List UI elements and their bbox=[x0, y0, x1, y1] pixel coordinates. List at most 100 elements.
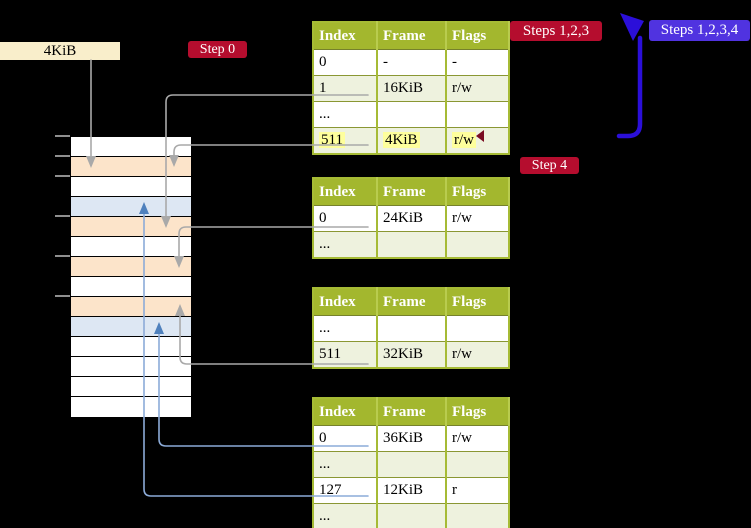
column-header: Flags bbox=[446, 22, 510, 50]
column-header: Frame bbox=[377, 178, 447, 206]
memory-frame-free bbox=[71, 237, 191, 257]
address-tick bbox=[55, 155, 70, 157]
table-cell: 511 bbox=[313, 127, 378, 155]
memory-frame-free bbox=[71, 377, 191, 397]
table-cell: r/w bbox=[446, 127, 510, 155]
column-header: Flags bbox=[446, 398, 510, 426]
table-cell: 36KiB bbox=[377, 425, 447, 452]
column-header: Index bbox=[313, 22, 378, 50]
table-cell: 511 bbox=[313, 341, 378, 369]
cell-value: ... bbox=[319, 106, 331, 122]
table-cell bbox=[446, 315, 510, 342]
table-row: 511 4KiB r/w bbox=[313, 127, 510, 155]
memory-frame-table bbox=[71, 217, 191, 237]
memory-stack bbox=[70, 136, 192, 418]
cell-value: 127 bbox=[319, 482, 342, 498]
cell-value: r/w bbox=[452, 80, 472, 96]
address-tick bbox=[55, 135, 70, 137]
column-header: Frame bbox=[377, 288, 447, 316]
table-row: ... bbox=[313, 503, 510, 528]
cell-value: 0 bbox=[319, 210, 327, 226]
cr3-register-label: 4KiB bbox=[43, 43, 77, 59]
column-header: Index bbox=[313, 178, 378, 206]
cell-value: 24KiB bbox=[383, 210, 424, 226]
cell-value: 32KiB bbox=[383, 346, 424, 362]
table-cell bbox=[446, 503, 510, 528]
table-row: ... bbox=[313, 101, 510, 128]
cell-value: ... bbox=[319, 320, 331, 336]
address-tick bbox=[55, 215, 70, 217]
cell-value: 0 bbox=[319, 54, 327, 70]
table-cell bbox=[377, 451, 447, 478]
table-cell: - bbox=[377, 49, 447, 76]
highlighted-value: r/w bbox=[452, 132, 476, 148]
table-cell: r bbox=[446, 477, 510, 504]
table-cell bbox=[446, 451, 510, 478]
recursive-loop-arrow-arrowhead-icon bbox=[620, 13, 644, 41]
table-row: ... bbox=[313, 315, 510, 342]
table-cell: 12KiB bbox=[377, 477, 447, 504]
table-row: 1 16KiB r/w bbox=[313, 75, 510, 102]
table-cell: 32KiB bbox=[377, 341, 447, 369]
cell-value: r/w bbox=[452, 430, 472, 446]
memory-frame-mapped bbox=[71, 197, 191, 217]
memory-frame-free bbox=[71, 177, 191, 197]
column-header: Index bbox=[313, 398, 378, 426]
cell-value: 12KiB bbox=[383, 482, 424, 498]
table-cell: ... bbox=[313, 231, 378, 259]
table-cell: - bbox=[446, 49, 510, 76]
table-cell: r/w bbox=[446, 205, 510, 232]
table-cell bbox=[446, 231, 510, 259]
table-cell: 127 bbox=[313, 477, 378, 504]
memory-frame-table bbox=[71, 157, 191, 177]
column-header: Frame bbox=[377, 22, 447, 50]
table-cell: ... bbox=[313, 315, 378, 342]
table-cell: 24KiB bbox=[377, 205, 447, 232]
recursive-loop-arrow-line bbox=[616, 35, 643, 139]
memory-frame-mapped bbox=[71, 317, 191, 337]
table-cell: 4KiB bbox=[377, 127, 447, 155]
table-cell: ... bbox=[313, 101, 378, 128]
table-cell: r/w bbox=[446, 75, 510, 102]
cell-value: - bbox=[383, 54, 388, 70]
table-cell: 0 bbox=[313, 49, 378, 76]
cell-value: 511 bbox=[319, 346, 341, 362]
cell-value: ... bbox=[319, 236, 331, 252]
memory-frame-free bbox=[71, 397, 191, 417]
column-header: Index bbox=[313, 288, 378, 316]
table-cell: 0 bbox=[313, 425, 378, 452]
badge-step-0: Step 0 bbox=[188, 41, 247, 58]
memory-frame-free bbox=[71, 357, 191, 377]
cell-value: 1 bbox=[319, 80, 327, 96]
table-cell: 0 bbox=[313, 205, 378, 232]
table-cell: r/w bbox=[446, 341, 510, 369]
column-header: Flags bbox=[446, 178, 510, 206]
highlighted-value: 4KiB bbox=[383, 132, 420, 148]
memory-frame-table bbox=[71, 257, 191, 277]
cell-value: ... bbox=[319, 456, 331, 472]
badge-step-4: Step 4 bbox=[520, 157, 579, 174]
memory-frame-free bbox=[71, 337, 191, 357]
table-cell: ... bbox=[313, 451, 378, 478]
badge-steps-1-2-3: Steps 1,2,3 bbox=[510, 21, 602, 41]
cell-value: r/w bbox=[452, 210, 472, 226]
table-cell: 16KiB bbox=[377, 75, 447, 102]
cell-value: 0 bbox=[319, 430, 327, 446]
table-cell bbox=[377, 315, 447, 342]
column-header: Frame bbox=[377, 398, 447, 426]
table-row: ... bbox=[313, 231, 510, 259]
address-tick bbox=[55, 255, 70, 257]
cr3-register-box: 4KiB bbox=[0, 42, 120, 60]
cell-value: r/w bbox=[452, 346, 472, 362]
memory-frame-free bbox=[71, 277, 191, 297]
table-cell: r/w bbox=[446, 425, 510, 452]
memory-frame-free bbox=[71, 137, 191, 157]
address-tick bbox=[55, 295, 70, 297]
address-tick bbox=[55, 175, 70, 177]
table-row: 0 24KiB r/w bbox=[313, 205, 510, 232]
